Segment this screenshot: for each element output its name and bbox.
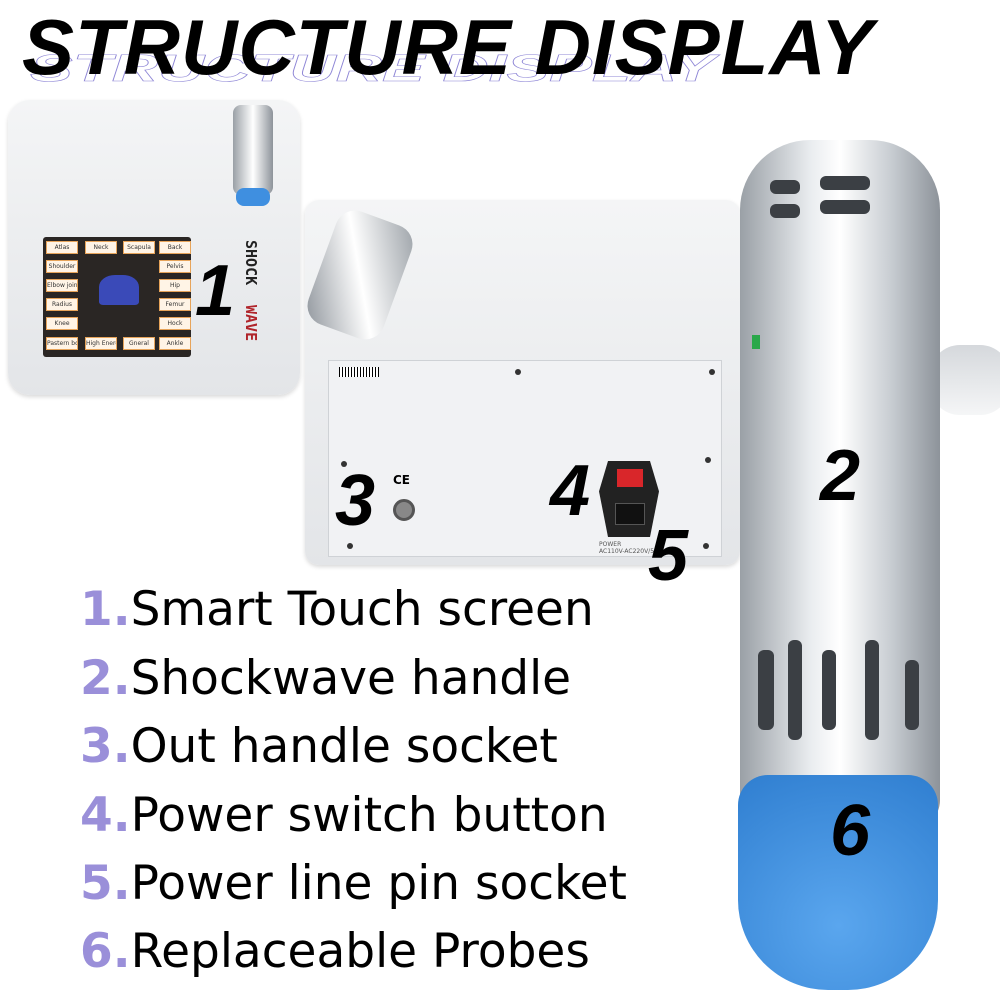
shockwave-handle	[740, 140, 940, 830]
callout-5: 5	[648, 516, 689, 596]
feature-label: Smart Touch screen	[130, 582, 594, 637]
feature-label: Power line pin socket	[130, 856, 627, 911]
feature-label: Replaceable Probes	[130, 924, 590, 979]
feature-number: 6.	[80, 924, 131, 979]
screen-button[interactable]: Scapula	[123, 241, 155, 254]
feature-number: 2.	[80, 651, 131, 706]
screen-button[interactable]: Atlas	[46, 241, 78, 254]
callout-4: 4	[550, 451, 591, 531]
callout-1: 1	[195, 251, 236, 331]
replaceable-probe[interactable]	[738, 775, 938, 990]
screen-button[interactable]: Hip	[159, 279, 191, 292]
barcode-label	[339, 367, 379, 377]
callout-6: 6	[830, 791, 871, 871]
screen-button[interactable]: Hock	[159, 317, 191, 330]
screen-button[interactable]: Femur	[159, 298, 191, 311]
handle-socket[interactable]	[393, 499, 415, 521]
top-handle	[233, 105, 273, 195]
feature-item: 5.Power line pin socket	[80, 860, 627, 907]
brand-shock: SHOCK	[242, 240, 260, 286]
feature-item: 3.Out handle socket	[80, 723, 558, 770]
power-switch-button[interactable]	[617, 469, 643, 487]
feature-number: 1.	[80, 582, 131, 637]
power-module	[599, 461, 659, 537]
cable	[930, 345, 1000, 415]
feature-label: Out handle socket	[130, 719, 558, 774]
screen-button[interactable]: Shoulder	[46, 260, 78, 273]
feature-item: 6.Replaceable Probes	[80, 928, 590, 975]
rear-panel: CE POWER AC110V-AC220V/50-60	[328, 360, 722, 557]
ce-mark: CE	[393, 473, 411, 487]
horse-skeleton-image	[99, 275, 139, 305]
top-probe	[236, 188, 270, 206]
feature-item: 2.Shockwave handle	[80, 655, 571, 702]
touch-screen[interactable]: Atlas Neck Scapula Back Shoulder Pelvis …	[43, 237, 191, 357]
callout-3: 3	[335, 461, 376, 541]
screen-button[interactable]: Neck	[85, 241, 117, 254]
feature-number: 5.	[80, 856, 131, 911]
screen-button[interactable]: Back	[159, 241, 191, 254]
screen-button[interactable]: High Energy	[85, 337, 117, 350]
page-title: STRUCTURE DISPLAY	[22, 3, 874, 91]
screen-button[interactable]: Ankle	[159, 337, 191, 350]
feature-label: Shockwave handle	[130, 651, 572, 706]
callout-2: 2	[820, 436, 861, 516]
title-shadow: STRUCTURE DISPLAY	[29, 46, 716, 90]
feature-item: 4.Power switch button	[80, 792, 608, 839]
brand-wave: WAVE	[242, 305, 260, 342]
feature-item: 1.Smart Touch screen	[80, 586, 594, 633]
screen-button[interactable]: Pastern bone	[46, 337, 78, 350]
screen-button[interactable]: Radius	[46, 298, 78, 311]
screen-button[interactable]: Gneral	[123, 337, 155, 350]
power-pin-socket[interactable]	[615, 503, 645, 525]
screen-button[interactable]: Knee	[46, 317, 78, 330]
power-label: POWER	[599, 541, 622, 548]
indicator-led	[752, 335, 760, 349]
screen-button[interactable]: Pelvis	[159, 260, 191, 273]
power-rating: AC110V-AC220V/50-60	[599, 548, 668, 555]
feature-label: Power switch button	[130, 788, 608, 843]
feature-number: 3.	[80, 719, 131, 774]
feature-number: 4.	[80, 788, 131, 843]
screen-button[interactable]: Elbow joint	[46, 279, 78, 292]
